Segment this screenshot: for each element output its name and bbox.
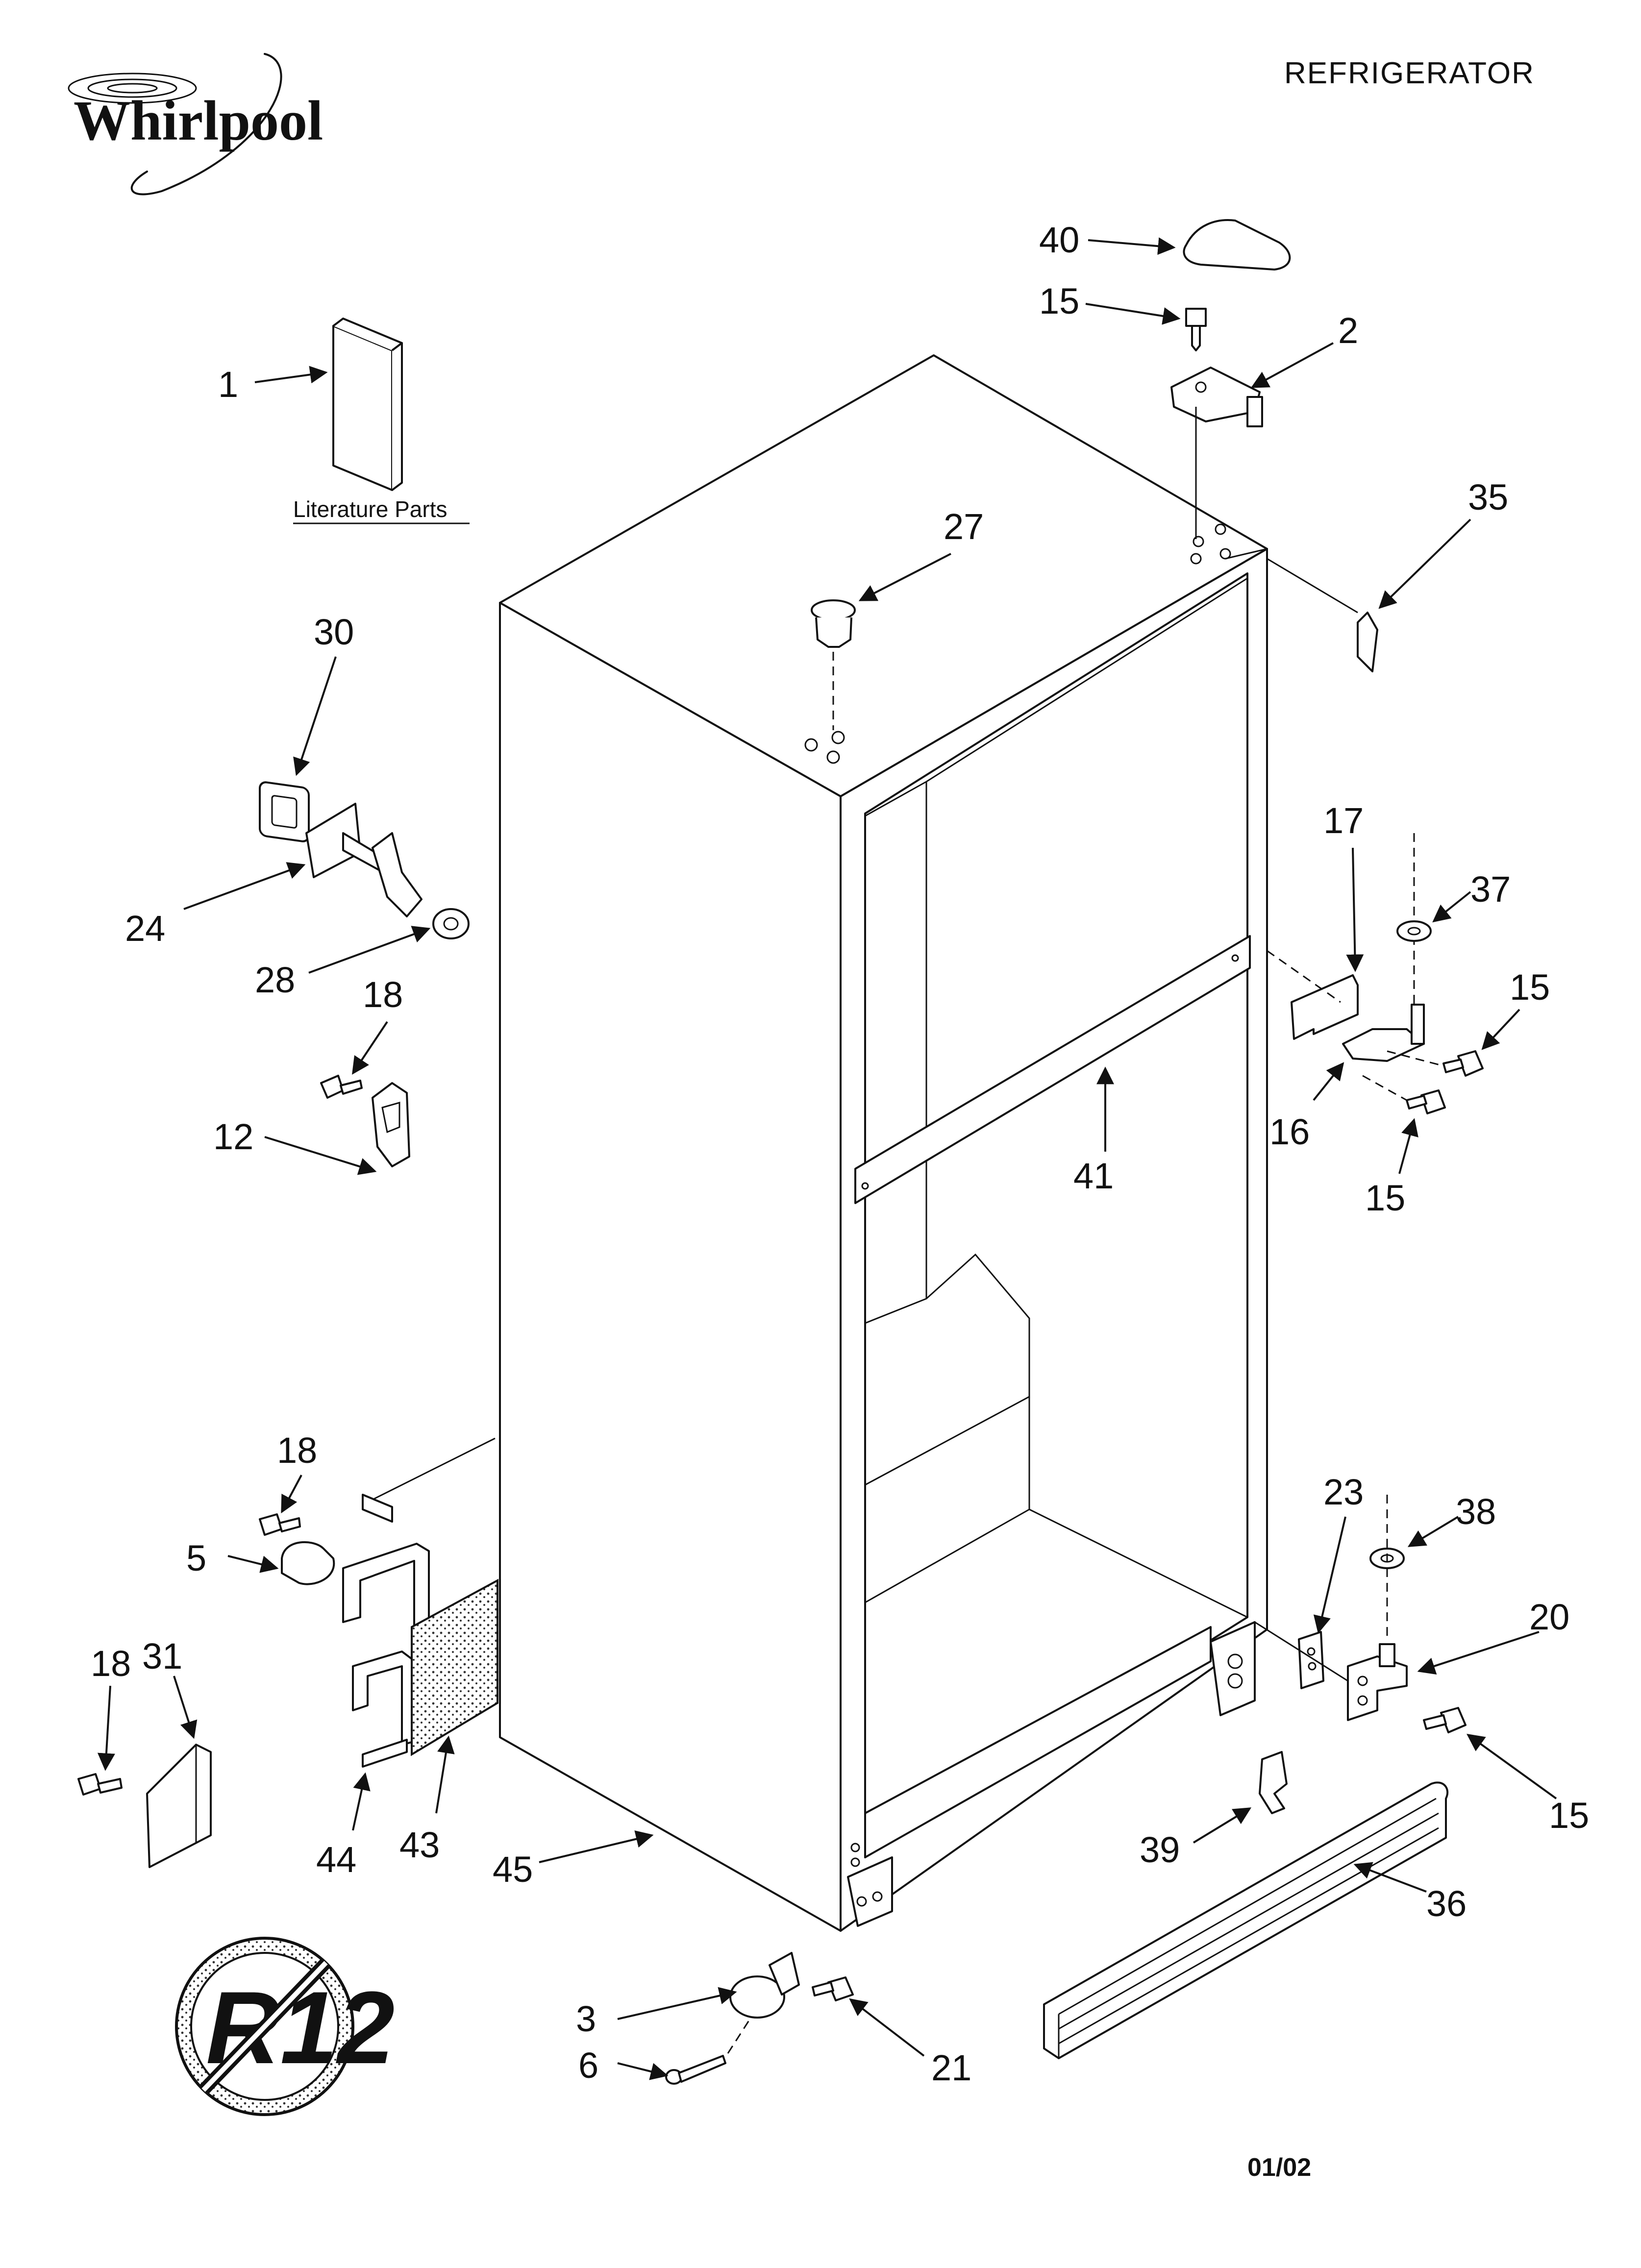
- part-30-grommet: [259, 781, 310, 842]
- callout-35: 35: [1468, 477, 1508, 518]
- callout-2: 2: [1338, 310, 1358, 351]
- whirlpool-logo: Whirlpool: [68, 53, 323, 196]
- part-16-center-hinge: [1342, 1004, 1425, 1062]
- callout-27: 27: [944, 506, 984, 547]
- callout-15-lower-right: 15: [1549, 1795, 1589, 1836]
- part-44-bracket: [342, 1494, 430, 1768]
- part-18-screw-lower: [77, 1773, 123, 1796]
- part-43-insulation-pad: [411, 1578, 498, 1756]
- part-28-bushing: [432, 908, 470, 939]
- part-17-bracket: [1291, 974, 1359, 1040]
- part-15-screw-right-b: [1406, 1089, 1446, 1114]
- part-6-pin: [665, 2055, 726, 2085]
- callout-38: 38: [1456, 1491, 1496, 1532]
- callout-6: 6: [578, 2045, 598, 2086]
- part-21-screw: [812, 1976, 854, 2001]
- callout-40: 40: [1039, 220, 1079, 260]
- part-15-screw-lower-right: [1423, 1707, 1467, 1733]
- callout-15-right-a: 15: [1510, 967, 1550, 1008]
- callout-18-middle: 18: [277, 1430, 317, 1471]
- callout-28: 28: [255, 960, 295, 1000]
- callout-23: 23: [1323, 1472, 1364, 1512]
- part-18-screw-upper: [320, 1075, 363, 1099]
- callout-18-lower: 18: [91, 1643, 131, 1684]
- date-code: 01/02: [1247, 2153, 1311, 2182]
- part-20-bottom-hinge: [1347, 1643, 1408, 1721]
- part-41-divider-rail: [854, 935, 1251, 1204]
- callout-45: 45: [493, 1849, 533, 1890]
- callout-36: 36: [1426, 1883, 1467, 1924]
- callout-18-upper: 18: [363, 974, 403, 1015]
- part-31-cover: [146, 1744, 212, 1868]
- callout-37: 37: [1470, 869, 1511, 910]
- callout-12: 12: [213, 1116, 253, 1157]
- callout-43: 43: [399, 1824, 440, 1865]
- brand-name: Whirlpool: [74, 90, 323, 152]
- part-2-top-hinge: [1170, 367, 1263, 427]
- literature-label: Literature Parts: [293, 496, 447, 522]
- callout-15-top: 15: [1039, 281, 1079, 321]
- cabinet-assembly: [362, 354, 1268, 1932]
- callout-15-right-b: 15: [1365, 1178, 1405, 1218]
- part-18-screw-middle: [259, 1513, 301, 1536]
- part-35-cap: [1357, 612, 1378, 672]
- callout-44: 44: [316, 1839, 356, 1880]
- callout-30: 30: [314, 612, 354, 652]
- part-5-clamp: [281, 1541, 335, 1585]
- callout-20: 20: [1529, 1597, 1569, 1637]
- part-27-plug: [811, 599, 856, 648]
- part-15-screw-right-a: [1442, 1050, 1484, 1077]
- part-37-washer: [1396, 920, 1432, 942]
- callout-24: 24: [125, 908, 165, 949]
- part-3-door-cam: [729, 1952, 800, 2019]
- part-40-hinge-cover: [1183, 219, 1291, 271]
- callout-39: 39: [1140, 1829, 1180, 1870]
- callout-31: 31: [142, 1636, 182, 1676]
- callout-16: 16: [1269, 1111, 1310, 1152]
- callout-3: 3: [576, 1998, 596, 2039]
- callout-labels: 40 15 2 1 27 35 30 24 28 18 12 41 17 37 …: [91, 220, 1589, 2088]
- callout-1: 1: [218, 364, 238, 405]
- callout-21: 21: [931, 2047, 971, 2088]
- part-36-toe-grille: [1043, 1781, 1449, 2059]
- leader-lines: [97, 237, 1557, 2080]
- part-15-screw-top: [1185, 308, 1207, 351]
- callout-17: 17: [1323, 800, 1364, 841]
- part-39-clip: [1259, 1751, 1288, 1814]
- part-24-hinge-pin: [305, 803, 423, 917]
- part-23-shim: [1298, 1631, 1324, 1689]
- callout-5: 5: [186, 1538, 206, 1578]
- part-12-door-stop: [372, 1082, 410, 1167]
- r12-prohibited-symbol: R12: [175, 1937, 395, 2116]
- page-title: REFRIGERATOR: [1284, 56, 1535, 90]
- callout-41: 41: [1073, 1156, 1114, 1196]
- part-1-literature: [332, 318, 403, 491]
